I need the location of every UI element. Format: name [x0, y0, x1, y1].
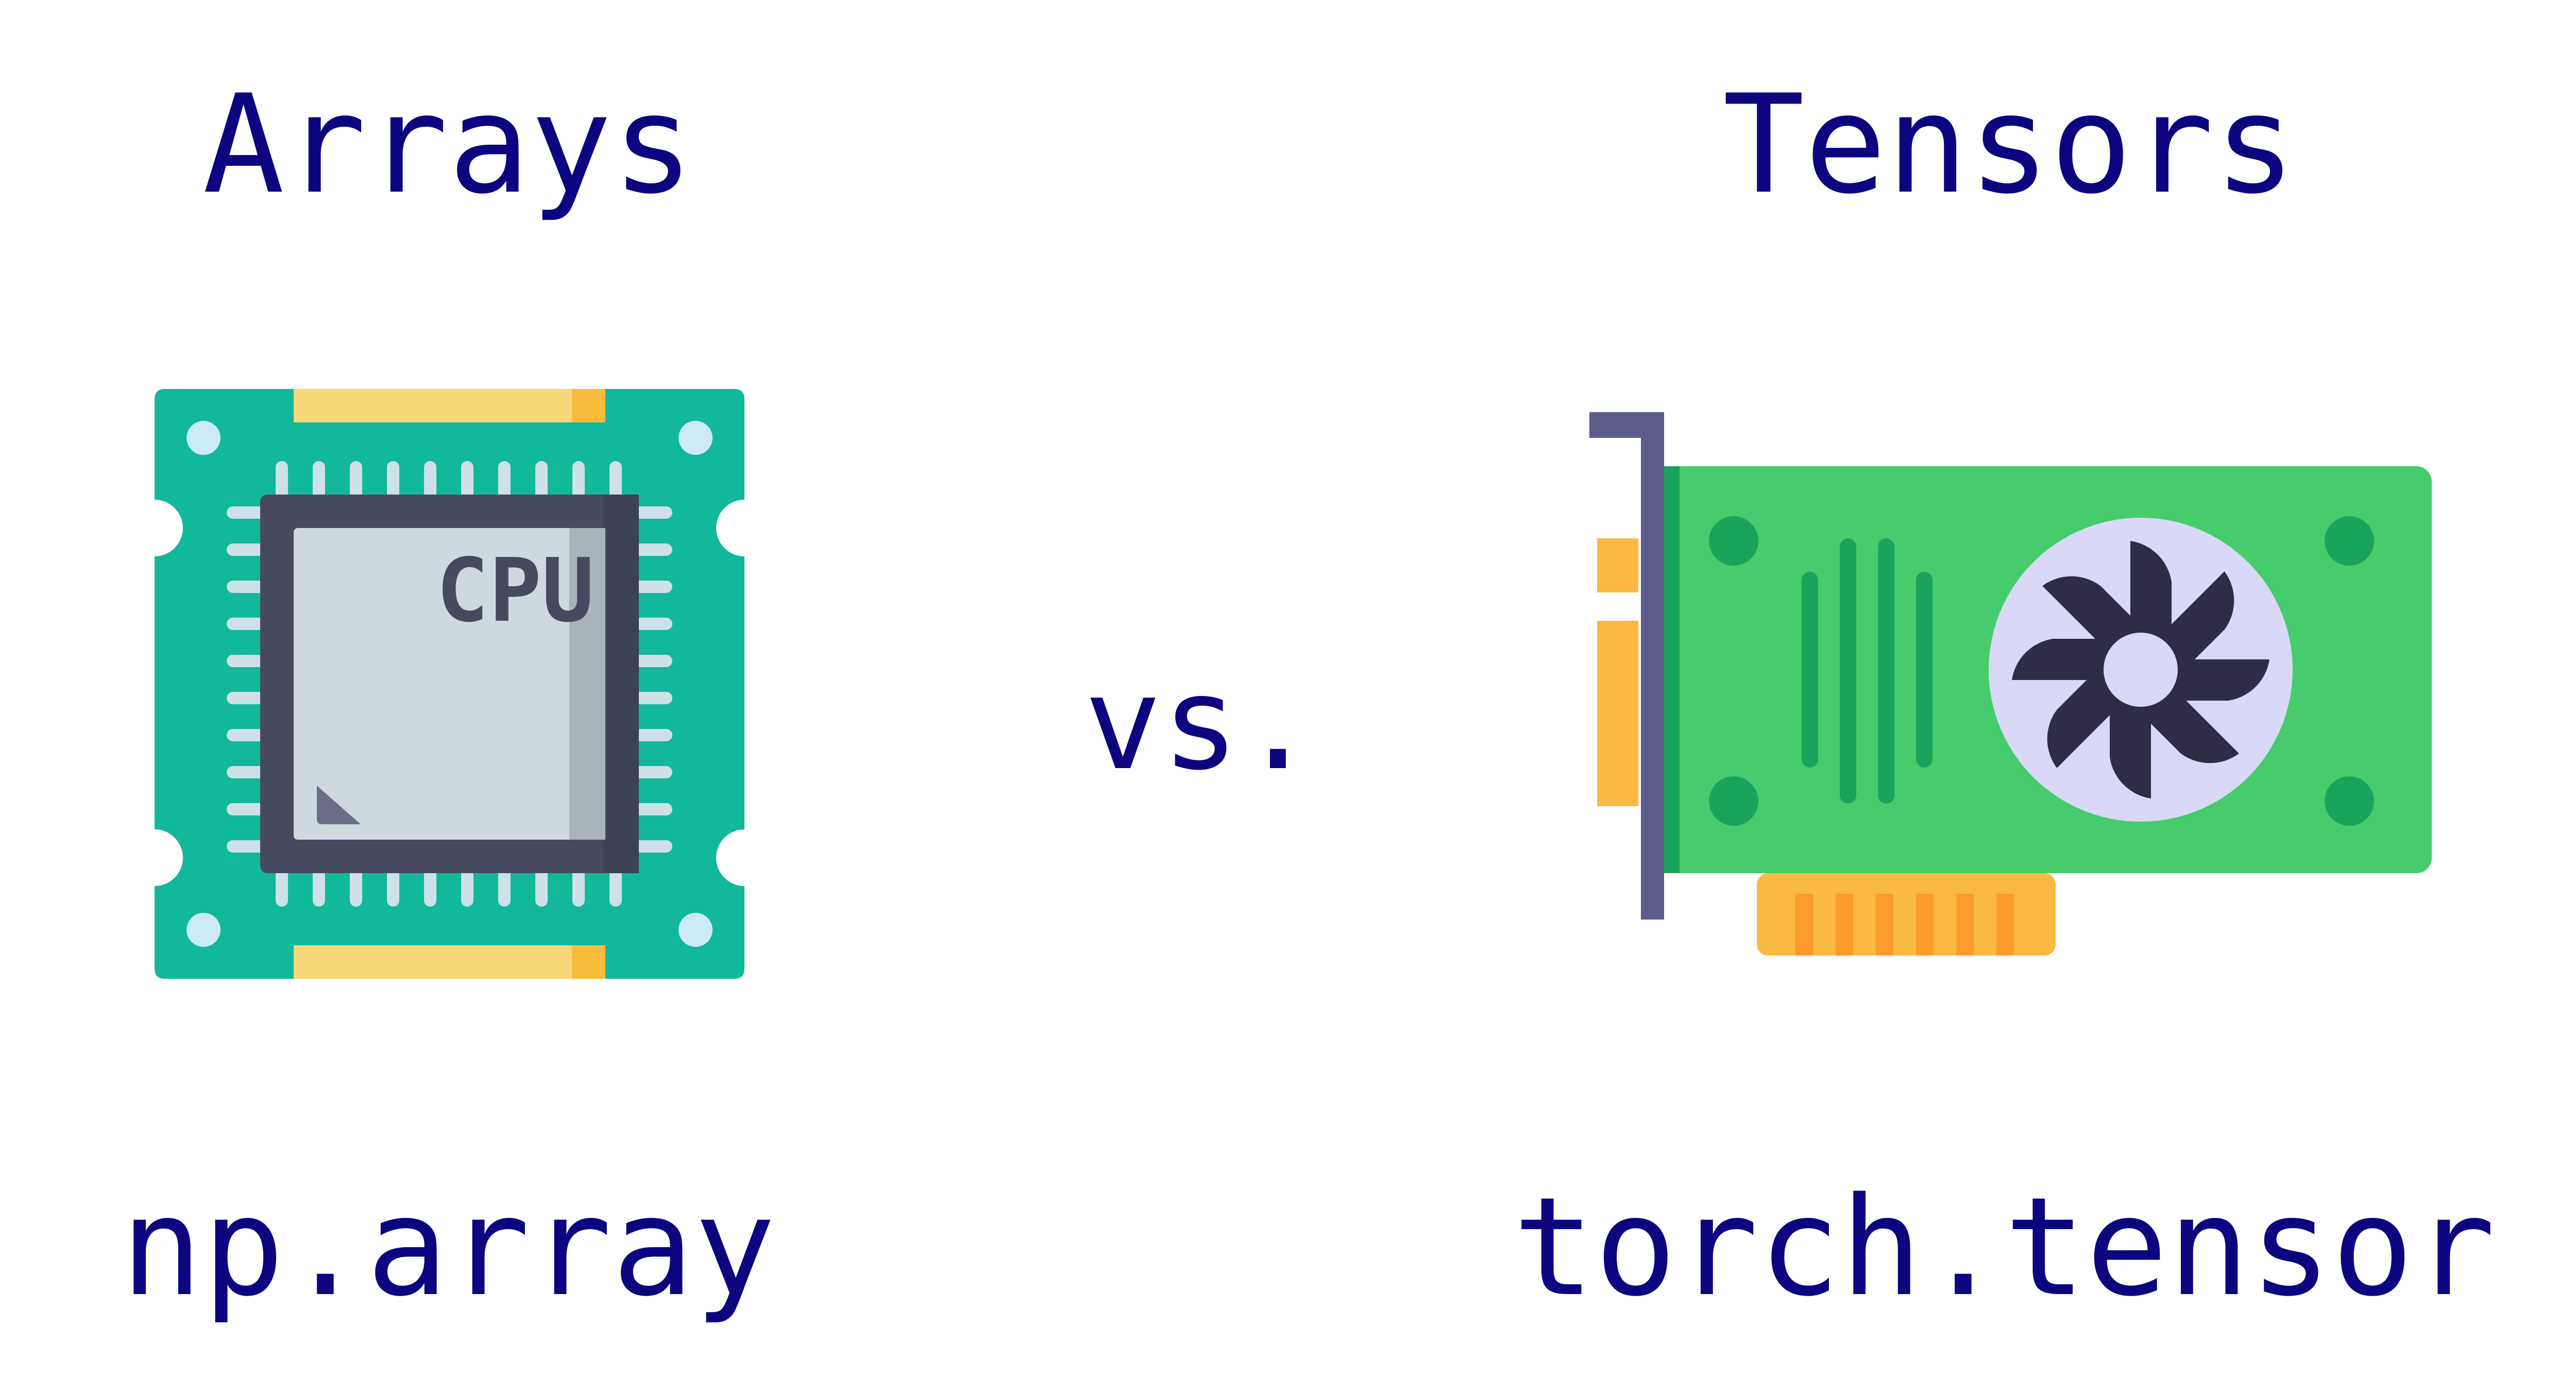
torch-tensor-label: torch.tensor	[1513, 1168, 2496, 1327]
gpu-heatsink	[1802, 538, 1933, 804]
cpu-contact-top	[294, 389, 605, 422]
cpu-die-shade	[603, 495, 639, 873]
cpu-pins-right	[634, 506, 672, 853]
cpu-hole	[679, 913, 713, 947]
cpu-orientation-marker	[317, 786, 361, 824]
arrays-heading: Arrays	[202, 66, 694, 224]
gpu-bracket	[1589, 412, 1664, 920]
gpu-screw	[2325, 776, 2374, 826]
cpu-chip-label: CPU	[436, 540, 594, 642]
cpu-contact-top-accent	[572, 389, 605, 422]
tensors-heading: Tensors	[1722, 66, 2296, 224]
cpu-contact-bottom-accent	[572, 945, 605, 979]
gpu-edge-pins	[1795, 894, 2014, 956]
cpu-die-face-shade	[569, 528, 605, 840]
cpu-chip-icon: CPU	[155, 389, 744, 979]
cpu-hole	[187, 913, 221, 947]
gpu-edge-connector	[1757, 873, 2056, 956]
gpu-screw	[2325, 516, 2374, 566]
cpu-hole	[187, 421, 221, 455]
cpu-contact-bottom	[294, 945, 605, 979]
cpu-hole	[679, 421, 713, 455]
cpu-pins-left	[227, 506, 265, 853]
gpu-fan	[1989, 518, 2293, 822]
gpu-screw	[1709, 776, 1758, 826]
gpu-port	[1597, 538, 1638, 592]
gpu-port	[1597, 621, 1638, 806]
cpu-pins-bottom	[276, 868, 622, 907]
gpu-screw	[1709, 516, 1758, 566]
cpu-die-face	[294, 528, 605, 840]
gpu-card-icon	[1589, 412, 2432, 956]
cpu-pins-top	[276, 461, 622, 500]
np-array-label: np.array	[121, 1168, 776, 1327]
vs-separator: vs.	[1084, 649, 1317, 798]
